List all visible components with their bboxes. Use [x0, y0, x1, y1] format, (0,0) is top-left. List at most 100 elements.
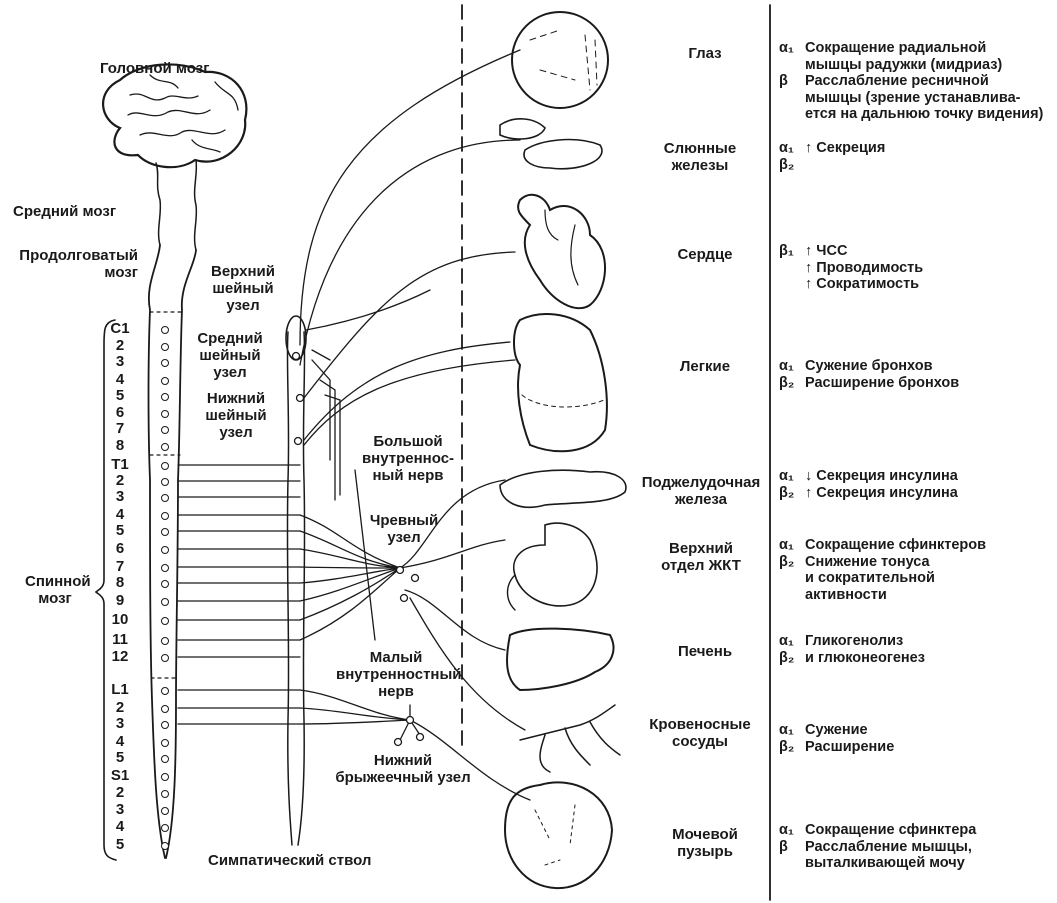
receptor-line: ↑ Проводимость [779, 260, 923, 277]
receptor-effect: ↑ Проводимость [805, 260, 923, 276]
receptor-line: α₁↑ Секреция [779, 140, 885, 157]
receptor-effect: ется на дальнюю точку видения) [805, 106, 1043, 122]
segment-label: 4 [107, 507, 133, 522]
segment-node [161, 654, 169, 662]
organ-pancreas-line-1: Поджелудочная [632, 474, 770, 491]
receptor-line: β₁↑ ЧСС [779, 243, 923, 260]
midbrain-label: Средний мозг [13, 203, 116, 220]
segment-label: 3 [107, 489, 133, 504]
receptor-line: активности [779, 587, 986, 604]
organ-upper-gi-line-1: Верхний [646, 540, 756, 557]
lesser-splanchnic-line-3: нерв [336, 683, 456, 700]
lesser-splanchnic-line-2: внутренностный [336, 666, 456, 683]
segment-label: 12 [107, 649, 133, 664]
segment-label: 5 [107, 523, 133, 538]
upper-cervical-ganglion-label: Верхний шейный узел [198, 263, 288, 314]
lower-cervical-line-1: Нижний [198, 390, 274, 407]
receptor-effect: Снижение тонуса [805, 554, 930, 570]
segment-node [161, 443, 169, 451]
organ-heart-line-1: Сердце [660, 246, 750, 263]
segment-label: 3 [107, 802, 133, 817]
receptor-effect: активности [805, 587, 887, 603]
receptor-effect: ↑ Сократимость [805, 276, 919, 292]
receptor-effect: Расширение [805, 739, 894, 755]
liver-illustration [507, 629, 613, 690]
inferior-mesenteric-line-2: брыжеечный узел [328, 769, 478, 786]
middle-cervical-line-1: Средний [190, 330, 270, 347]
segment-node [161, 478, 169, 486]
receptor-lungs: α₁Сужение бронховβ₂Расширение бронхов [779, 358, 959, 391]
receptor-symbol: β₁ [779, 243, 805, 260]
spinal-cord-line-1: Спинной [25, 573, 85, 590]
receptor-line: выталкивающей мочу [779, 855, 976, 872]
greater-splanchnic-line-3: ный нерв [356, 467, 460, 484]
organ-blood-vessels: Кровеносные сосуды [636, 716, 764, 750]
receptor-symbol: α₁ [779, 822, 805, 839]
segment-label: 8 [107, 575, 133, 590]
receptor-effect: мышцы радужки (мидриаз) [805, 57, 1002, 73]
organ-eye-line-1: Глаз [660, 45, 750, 62]
segment-label: 3 [107, 716, 133, 731]
segment-label: 4 [107, 819, 133, 834]
segment-label: 7 [107, 421, 133, 436]
celiac-line-2: узел [362, 529, 446, 546]
segment-label: 3 [107, 354, 133, 369]
receptor-heart: β₁↑ ЧСС↑ Проводимость↑ Сократимость [779, 243, 923, 293]
receptor-effect: Расслабление ресничной [805, 73, 989, 89]
segment-label: 5 [107, 750, 133, 765]
middle-cervical-line-2: шейный [190, 347, 270, 364]
receptor-eye: α₁Сокращение радиальноймышцы радужки (ми… [779, 40, 1043, 123]
inferior-mesenteric-line-1: Нижний [328, 752, 478, 769]
segment-label: 5 [107, 388, 133, 403]
segment-node [161, 705, 169, 713]
medulla-label: Продолговатый мозг [12, 247, 138, 281]
receptor-effect: ↑ ЧСС [805, 243, 847, 259]
celiac-line-1: Чревный [362, 512, 446, 529]
blood-vessels-illustration [520, 705, 620, 772]
segment-node [161, 842, 169, 850]
lungs-illustration [514, 314, 607, 451]
segment-node [161, 462, 169, 470]
pancreas-illustration [500, 470, 626, 507]
receptor-effect: Сокращение сфинктера [805, 822, 976, 838]
organ-pancreas: Поджелудочная железа [632, 474, 770, 508]
receptor-line: α₁↓ Секреция инсулина [779, 468, 958, 485]
segment-node [161, 512, 169, 520]
celiac-ganglion-label: Чревный узел [362, 512, 446, 546]
organ-salivary-line-1: Слюнные [650, 140, 750, 157]
receptor-effect: ↓ Секреция инсулина [805, 468, 958, 484]
middle-cervical-ganglion-label: Средний шейный узел [190, 330, 270, 381]
organ-lungs: Легкие [660, 358, 750, 375]
segment-node [161, 617, 169, 625]
stomach-illustration [508, 523, 598, 610]
segment-label: 2 [107, 338, 133, 353]
receptor-line: β₂Расширение [779, 739, 894, 756]
receptor-effect: Расширение бронхов [805, 375, 959, 391]
segment-label: C1 [107, 321, 133, 336]
segment-label: S1 [107, 768, 133, 783]
organ-salivary-line-2: железы [650, 157, 750, 174]
greater-splanchnic-line-2: внутреннос- [356, 450, 460, 467]
inferior-mesenteric-ganglion-label: Нижний брыжеечный узел [328, 752, 478, 786]
segment-label: 6 [107, 541, 133, 556]
middle-cervical-line-3: узел [190, 364, 270, 381]
organ-liver: Печень [660, 643, 750, 660]
segment-label: T1 [107, 457, 133, 472]
lesser-splanchnic-nerve-label: Малый внутренностный нерв [336, 649, 456, 700]
segment-label: 7 [107, 559, 133, 574]
receptor-effect: мышцы (зрение устанавлива- [805, 90, 1020, 106]
receptor-effect: ↑ Секреция [805, 140, 885, 156]
organ-heart: Сердце [660, 246, 750, 263]
receptor-symbol: α₁ [779, 722, 805, 739]
receptor-effect: и глюконеогенез [805, 650, 925, 666]
receptor-symbol: α₁ [779, 40, 805, 57]
receptor-symbol: β₂ [779, 739, 805, 756]
salivary-glands-illustration [500, 119, 602, 169]
